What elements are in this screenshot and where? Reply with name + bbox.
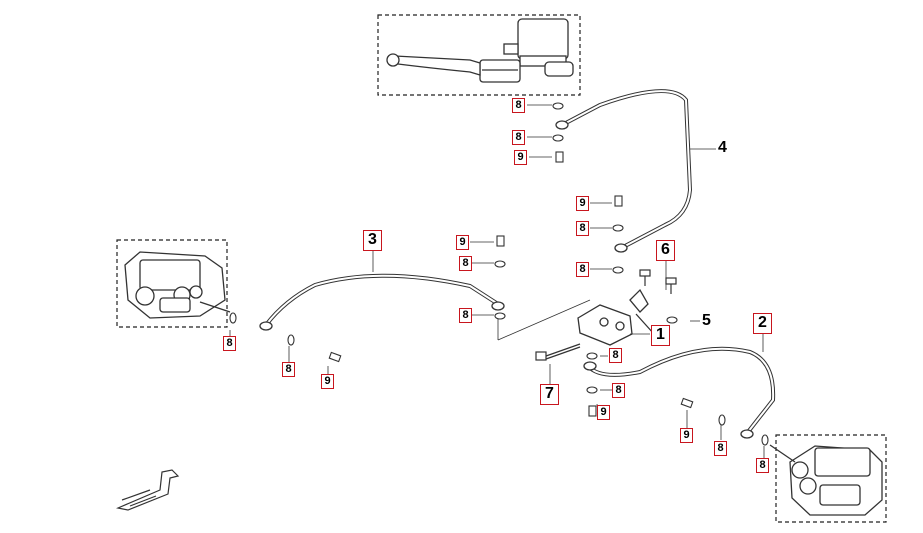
- callout-8-washer[interactable]: 8: [576, 221, 589, 236]
- hose-fittings: [259, 120, 754, 439]
- callout-7-bolt[interactable]: 7: [540, 384, 559, 405]
- callout-8-washer[interactable]: 8: [459, 308, 472, 323]
- master-cylinder: [386, 18, 574, 83]
- callout-9-banjo-bolt[interactable]: 9: [680, 428, 693, 443]
- callout-8-washer[interactable]: 8: [459, 256, 472, 271]
- callout-4-brake-hose[interactable]: 4: [718, 139, 727, 156]
- bolt-7: [535, 343, 581, 361]
- callout-6-bleeder-screw[interactable]: 6: [656, 240, 675, 261]
- hardware: [229, 102, 769, 446]
- right-caliper: [769, 444, 883, 516]
- callout-8-washer[interactable]: 8: [756, 458, 769, 473]
- callout-9-banjo-bolt[interactable]: 9: [597, 405, 610, 420]
- right-caliper-frame: [775, 434, 887, 523]
- callout-9-banjo-bolt[interactable]: 9: [576, 196, 589, 211]
- callout-8-washer[interactable]: 8: [282, 362, 295, 377]
- front-direction-arrow-icon: [115, 469, 180, 511]
- bleeder-screws-6: [639, 269, 677, 294]
- left-caliper: [124, 251, 231, 319]
- callout-8-washer[interactable]: 8: [612, 383, 625, 398]
- callout-3-brake-hose[interactable]: 3: [363, 230, 382, 251]
- callout-8-washer[interactable]: 8: [609, 348, 622, 363]
- callout-9-banjo-bolt[interactable]: 9: [456, 235, 469, 250]
- callout-8-washer[interactable]: 8: [223, 336, 236, 351]
- callout-9-banjo-bolt[interactable]: 9: [321, 374, 334, 389]
- left-caliper-frame: [116, 239, 228, 328]
- callout-8-washer[interactable]: 8: [576, 262, 589, 277]
- callout-9-banjo-bolt[interactable]: 9: [514, 150, 527, 165]
- brake-junction-block: [577, 288, 655, 346]
- callout-2-brake-hose[interactable]: 2: [753, 313, 772, 334]
- master-cylinder-frame: [377, 14, 581, 96]
- callout-1-junction-block[interactable]: 1: [651, 325, 670, 346]
- callout-8-washer[interactable]: 8: [714, 441, 727, 456]
- callout-5-washer[interactable]: 5: [702, 312, 711, 329]
- callout-8-washer[interactable]: 8: [512, 130, 525, 145]
- callout-8-washer[interactable]: 8: [512, 98, 525, 113]
